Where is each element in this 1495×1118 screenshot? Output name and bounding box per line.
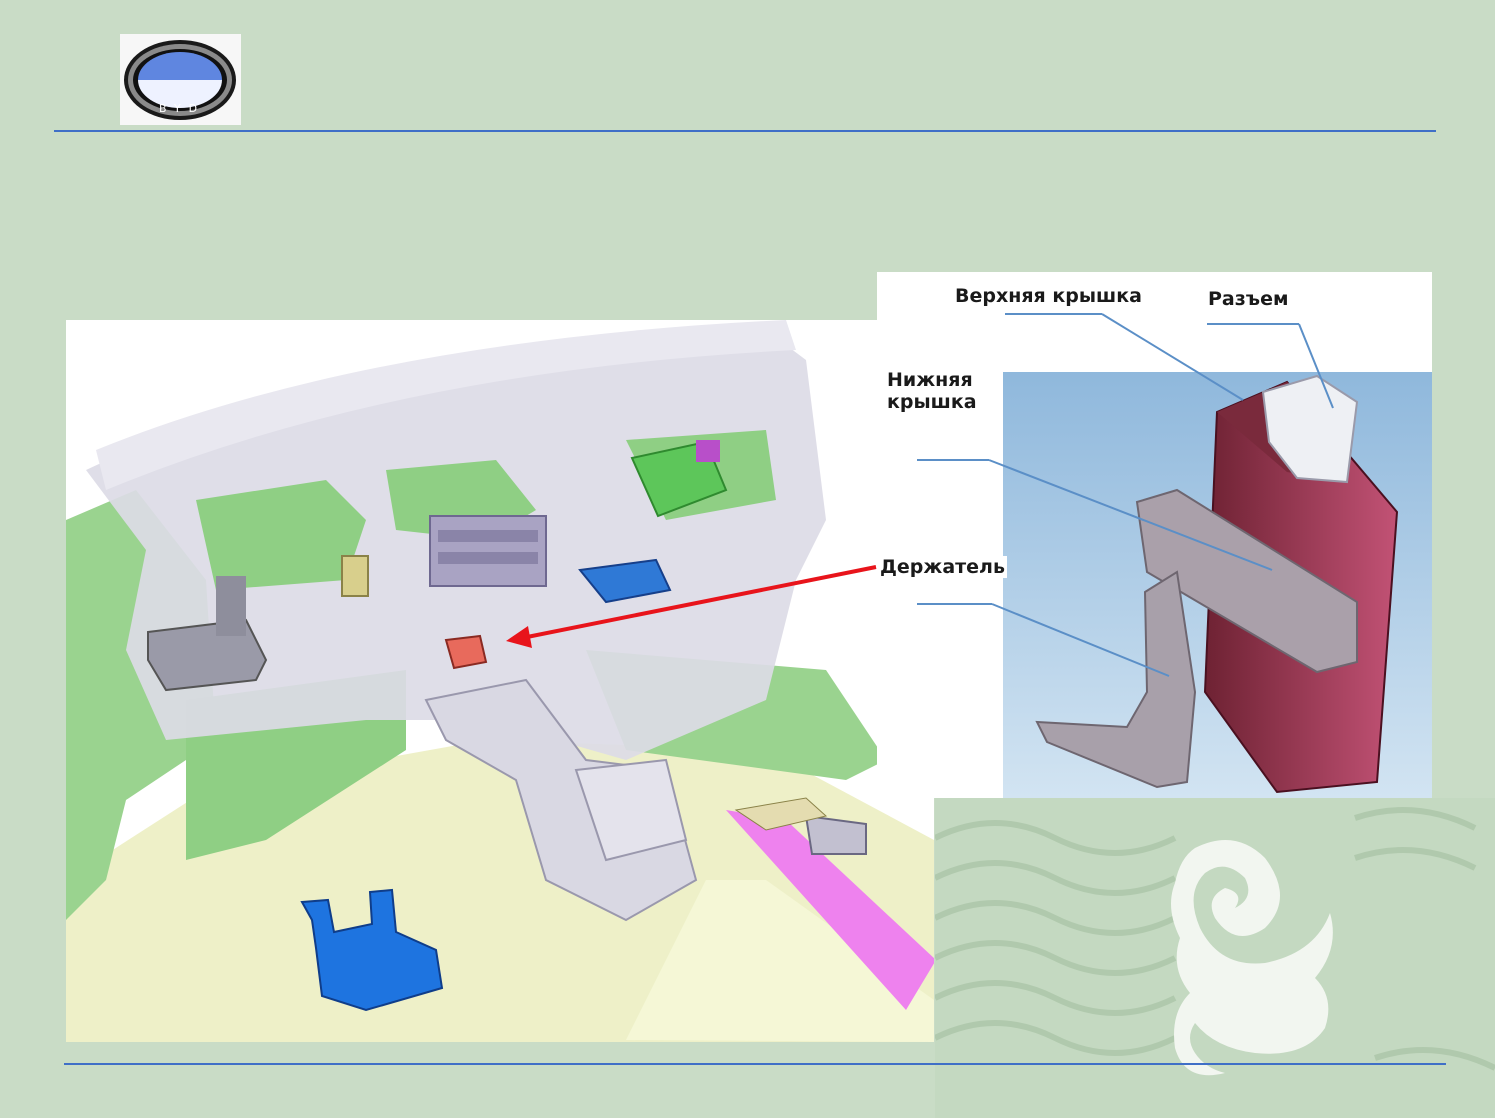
- brand-logo: BYD: [120, 34, 241, 125]
- vehicle-interior-illustration: [66, 320, 934, 1042]
- callout-holder: Держатель: [880, 556, 1007, 578]
- callout-lower-cover: Нижняя крышка: [887, 369, 977, 413]
- callout-connector: Разъем: [1208, 288, 1289, 310]
- byd-logo-icon: BYD: [124, 40, 236, 120]
- decorative-pattern: [935, 798, 1495, 1118]
- callout-upper-cover: Верхняя крышка: [955, 285, 1142, 307]
- dragon-emblem-icon: [1171, 840, 1333, 1076]
- module-detail-panel: [877, 272, 1432, 798]
- svg-text:BYD: BYD: [159, 102, 205, 115]
- bottom-divider: [64, 1063, 1446, 1065]
- top-divider: [54, 130, 1436, 132]
